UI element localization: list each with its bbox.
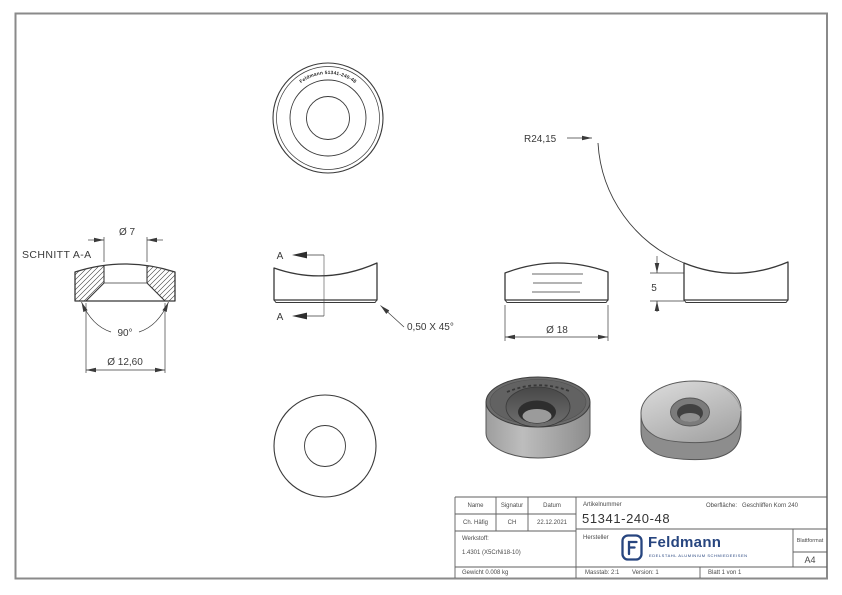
- bottom-view: [273, 394, 377, 498]
- dim-hole-diameter-label: Ø 7: [119, 227, 136, 238]
- dim-hole-diameter: [88, 237, 163, 262]
- version: Version: 1: [632, 569, 659, 576]
- titleblock-datum-value: 22.12.2021: [536, 519, 568, 526]
- blattformat-label: Blattformat: [796, 537, 824, 544]
- dim-radius-label: R24,15: [524, 134, 557, 145]
- cut-arrow-top: [292, 251, 307, 259]
- hatch-left: [75, 265, 104, 301]
- saddle-view: R24,15 5: [524, 134, 789, 312]
- artikelnummer-label: Artikelnummer: [583, 501, 622, 508]
- titleblock-datum-label: Datum: [543, 502, 561, 509]
- dim-outer-diameter-label: Ø 18: [546, 325, 568, 336]
- section-view: Ø 7 90° Ø 12,60: [74, 227, 176, 373]
- dim-countersink-angle-label: 90°: [117, 328, 132, 339]
- render-saddle-side: [640, 380, 742, 461]
- feldmann-f-icon: [621, 534, 643, 561]
- masstab: Masstab: 2:1: [585, 569, 620, 576]
- title-block-grid: [454, 496, 827, 578]
- hatch-right: [147, 265, 175, 301]
- blatt: Blatt 1 von 1: [708, 569, 742, 576]
- titleblock-signatur-label: Signatur: [500, 502, 524, 509]
- engraving-marks: [506, 384, 570, 393]
- svg-text:Feldmann 51341-240-48: Feldmann 51341-240-48: [299, 70, 358, 85]
- titleblock-name-value: Ch. Häfig: [462, 519, 488, 526]
- werkstoff-label: Werkstoff:: [462, 536, 489, 542]
- sheet-frame: [14, 12, 828, 580]
- cut-side-view: A A 0,50 X 45°: [273, 251, 454, 333]
- cut-label-bottom: A: [277, 312, 284, 323]
- render-countersink-side: [485, 376, 591, 459]
- top-view: Feldmann 51341-240-48: [272, 62, 384, 174]
- cut-arrow-bottom: [292, 312, 307, 320]
- logo-tagline: EDELSTAHL ALUMINIUM SCHMIEDEEISEN: [649, 553, 748, 558]
- cutting-plane: A A: [277, 251, 325, 323]
- top-view-engraving: Feldmann 51341-240-48: [299, 70, 358, 85]
- gewicht: Gewicht 0.008 kg: [462, 569, 509, 576]
- front-view: Ø 18: [504, 262, 609, 341]
- werkstoff-value: 1.4301 (X5CrNi18-10): [462, 550, 521, 556]
- dim-countersink-angle: [81, 301, 169, 333]
- cut-label-top: A: [277, 251, 284, 262]
- dim-height: [650, 256, 684, 312]
- artikelnummer-value: 51341-240-48: [582, 511, 671, 526]
- oberflaeche-label: Oberfläche:: [706, 502, 738, 509]
- logo-name: Feldmann: [648, 534, 722, 551]
- dim-countersink-diameter-label: Ø 12,60: [107, 357, 143, 368]
- feldmann-logo: Feldmann EDELSTAHL ALUMINIUM SCHMIEDEEIS…: [621, 534, 791, 564]
- dim-outer-diameter: [504, 305, 609, 341]
- section-view-title: SCHNITT A-A: [22, 249, 92, 261]
- chamfer-note: 0,50 X 45°: [407, 322, 454, 333]
- hersteller-label: Hersteller: [583, 534, 609, 541]
- titleblock-name-label: Name: [467, 502, 484, 509]
- oberflaeche-value: Geschliffen Korn 240: [742, 502, 798, 509]
- dim-height-label: 5: [651, 283, 657, 294]
- blattformat-value: A4: [804, 554, 816, 565]
- saddle-radius-arc: [597, 142, 685, 264]
- dim-countersink-diameter: [85, 303, 166, 373]
- titleblock-signatur-value: CH: [507, 519, 517, 526]
